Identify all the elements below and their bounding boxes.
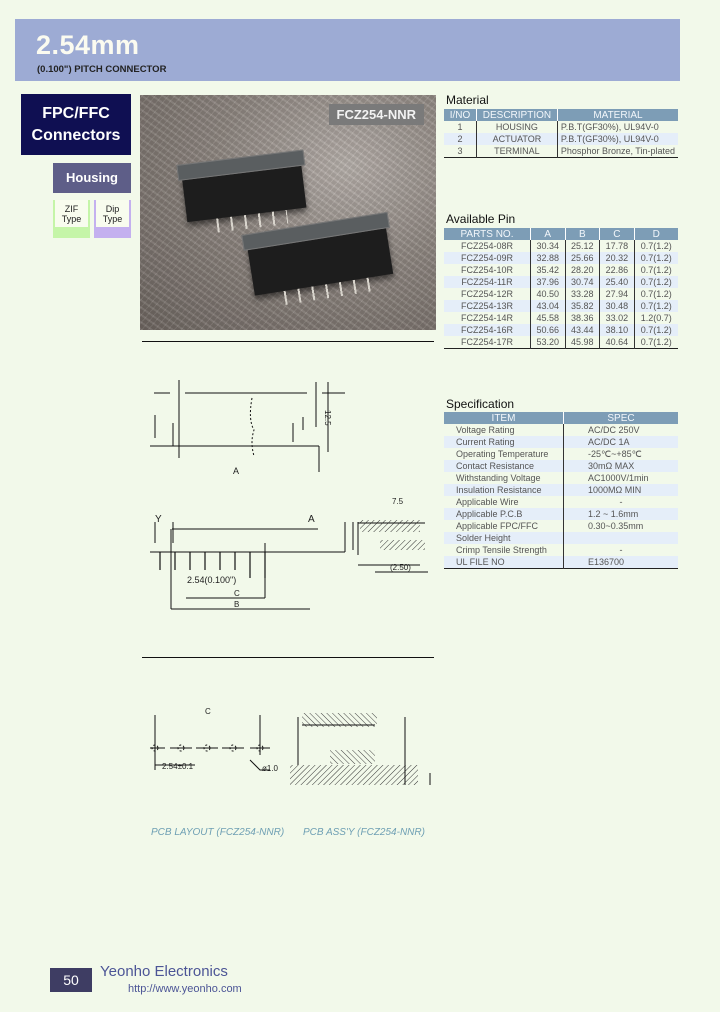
col-header: D (633, 228, 678, 240)
col-header: A (530, 228, 566, 240)
dip-type-button[interactable]: Dip Type (94, 200, 131, 238)
layout-hole-dim: ø1.0 (262, 764, 279, 773)
col-header: C (599, 228, 635, 240)
col-header: B (564, 228, 600, 240)
side-view-label-a: A (308, 514, 315, 525)
material-title: Material (446, 93, 489, 107)
zif-type-line-1: ZIF (64, 204, 79, 214)
layout-pitch-dim: 2.54±0.1 (162, 762, 194, 771)
cross-section-drawing (352, 520, 428, 573)
company-name: Yeonho Electronics (100, 963, 228, 980)
top-view-dim-a: A (233, 466, 240, 476)
drawing-panel-bottom-rule (142, 657, 434, 658)
page-subtitle: (0.100") PITCH CONNECTOR (37, 64, 167, 75)
side-view-pitch: 2.54(0.100") (187, 575, 237, 585)
company-url-link[interactable]: http://www.yeonho.com (128, 983, 242, 995)
available-pin-title: Available Pin (446, 212, 516, 226)
section-dim-width: 7.5 (392, 497, 404, 506)
connector-image-front (241, 211, 394, 307)
caption-pcb-assy: PCB ASS'Y (FCZ254-NNR) (303, 827, 425, 838)
photo-part-label: FCZ254-NNR (328, 104, 424, 125)
product-photo: FCZ254-NNR (140, 95, 436, 330)
side-view-dim-b: B (234, 600, 240, 609)
layout-dim-c: C (205, 707, 211, 716)
page-number: 50 (50, 968, 92, 992)
housing-button[interactable]: Housing (53, 163, 131, 193)
col-header: PARTS NO. (444, 228, 531, 240)
dip-type-line-2: Type (102, 214, 123, 224)
table-row: Applicable Wire- (444, 496, 678, 508)
header-band: 2.54mm (0.100") PITCH CONNECTOR (15, 19, 680, 81)
col-header: I/NO (444, 109, 477, 121)
table-row: Solder Height (444, 532, 678, 544)
section-dim-ref: (2.50) (390, 563, 411, 572)
specification-title: Specification (446, 397, 515, 411)
side-view-dim-c: C (234, 589, 240, 598)
table-row: Operating Temperature-25℃~+85℃ (444, 448, 678, 460)
dip-type-line-1: Dip (105, 204, 120, 214)
zif-type-line-2: Type (61, 214, 82, 224)
col-header: DESCRIPTION (475, 109, 558, 121)
col-header: ITEM (444, 412, 564, 424)
side-view-label-y: Y (155, 514, 162, 525)
side-view-drawing (150, 522, 346, 610)
page-title: 2.54mm (36, 30, 140, 60)
pcb-assembly-drawing (290, 713, 431, 785)
table-row: Crimp Tensile Strength- (444, 544, 678, 556)
top-view-dim-height: 12.5 (323, 410, 332, 426)
zif-type-button[interactable]: ZIF Type (53, 200, 90, 238)
caption-pcb-layout: PCB LAYOUT (FCZ254-NNR) (151, 827, 285, 838)
col-header: MATERIAL (556, 109, 678, 121)
category-line-1: FPC/FFC (42, 105, 110, 122)
top-view-drawing (150, 380, 345, 472)
category-badge[interactable]: FPC/FFC Connectors (21, 94, 131, 155)
category-line-2: Connectors (31, 127, 121, 144)
col-header: SPEC (563, 412, 678, 424)
pcb-layout-drawing (150, 715, 270, 771)
drawing-panel-top-rule (142, 341, 434, 342)
